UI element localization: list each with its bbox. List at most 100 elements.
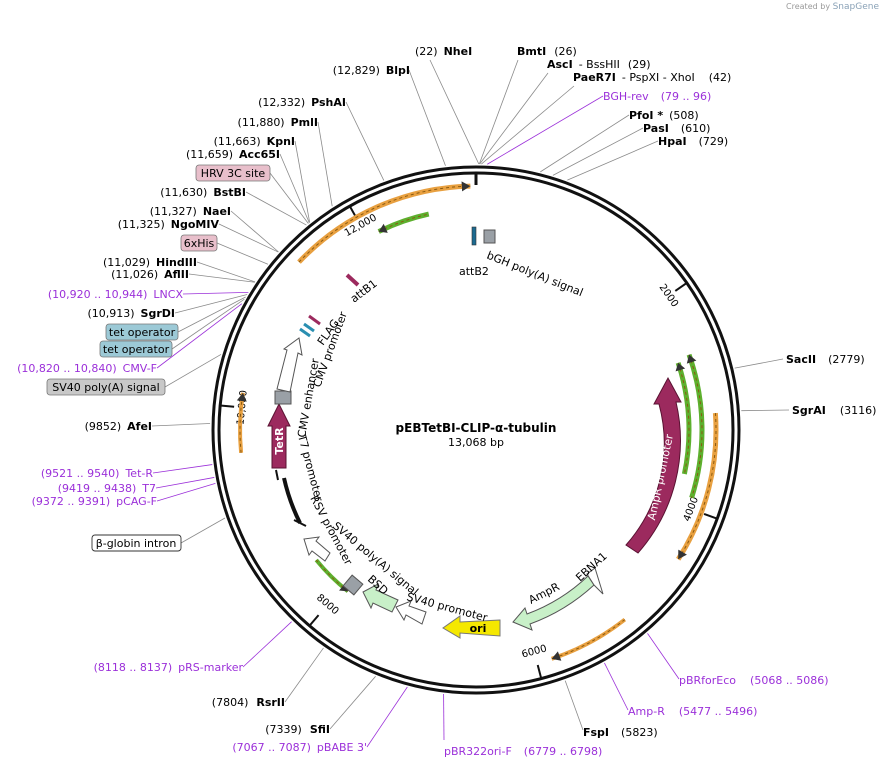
leader-pmli bbox=[317, 121, 333, 207]
site-pasi[interactable]: PasI(610) bbox=[643, 122, 710, 135]
green-arc-top[interactable] bbox=[377, 211, 430, 234]
svg-text:(11,880)PmlI: (11,880)PmlI bbox=[238, 116, 318, 129]
leader-pfoi bbox=[540, 114, 630, 173]
svg-text:HpaI(729): HpaI(729) bbox=[658, 135, 728, 148]
cmv-promoter-arrow[interactable] bbox=[276, 337, 303, 393]
site-aflii[interactable]: (11,026)AflII bbox=[111, 268, 189, 281]
tetr-label: TetR bbox=[273, 427, 286, 455]
svg-text:BmtI(26): BmtI(26) bbox=[517, 45, 577, 58]
plasmid-name: pEBTetBI-CLIP-α-tubulin bbox=[396, 421, 557, 435]
ebna1-arrow[interactable] bbox=[625, 376, 682, 554]
leader-pshai bbox=[345, 101, 385, 181]
t7-promoter-bar[interactable] bbox=[275, 469, 279, 481]
bsd-arrow[interactable] bbox=[362, 582, 399, 613]
ampr-promoter-box[interactable] bbox=[586, 567, 604, 595]
tetr-arrow[interactable] bbox=[267, 402, 291, 469]
site-pmli[interactable]: (11,880)PmlI bbox=[238, 116, 318, 129]
tick-10,000 bbox=[220, 404, 235, 408]
tet-operator-label-1[interactable]: tet operator bbox=[105, 323, 179, 341]
site-pfoi[interactable]: PfoI *(508) bbox=[629, 109, 699, 122]
svg-text:AscI- BssHII(29): AscI- BssHII(29) bbox=[547, 58, 651, 71]
svg-text:(9372 .. 9391)pCAG-F: (9372 .. 9391)pCAG-F bbox=[32, 495, 157, 508]
site-naei[interactable]: (11,327)NaeI bbox=[150, 205, 231, 218]
beta-globin-end-tick[interactable] bbox=[293, 519, 307, 527]
site-sgrai[interactable]: SgrAI(3116) bbox=[792, 404, 876, 417]
sv40-polya-box[interactable] bbox=[342, 574, 364, 596]
svg-text:(8118 .. 8137)pRS-marker: (8118 .. 8137)pRS-marker bbox=[94, 661, 244, 674]
tet-operator-label-2[interactable]: tet operator bbox=[99, 340, 173, 358]
flag-mark[interactable] bbox=[308, 314, 321, 326]
orange-arc-top-inner bbox=[298, 185, 471, 263]
snapgene-brand: Created by SnapGene bbox=[786, 2, 879, 12]
svg-text:pBRforEco(5068 .. 5086): pBRforEco(5068 .. 5086) bbox=[679, 674, 829, 687]
primer-prs-marker[interactable]: (8118 .. 8137)pRS-marker bbox=[94, 661, 244, 674]
6xhis-label[interactable]: 6xHis bbox=[180, 234, 218, 252]
bgh-polya-box[interactable] bbox=[483, 229, 496, 244]
attb2-mark[interactable] bbox=[471, 226, 477, 246]
orange-arc-left-head bbox=[236, 392, 247, 402]
tet-operator-mark-1[interactable] bbox=[299, 327, 311, 338]
sv40-promoter-arrow[interactable] bbox=[395, 600, 427, 625]
green-arc-right-2-inner bbox=[688, 354, 703, 498]
leader-beta-globin bbox=[180, 517, 226, 544]
svg-text:SgrAI(3116): SgrAI(3116) bbox=[792, 404, 876, 417]
tet-operator-mark-2[interactable] bbox=[303, 322, 315, 333]
site-afei[interactable]: (9852)AfeI bbox=[85, 420, 152, 433]
site-paer7i[interactable]: PaeR7I- PspXI - XhoI(42) bbox=[573, 71, 731, 84]
leader-kpni bbox=[294, 140, 311, 223]
beta-globin-intron-bar[interactable] bbox=[282, 477, 302, 524]
primer-bgh-rev[interactable]: BGH-rev(79 .. 96) bbox=[603, 90, 711, 103]
leader-lncx bbox=[182, 291, 249, 295]
attb1-mark[interactable] bbox=[345, 273, 360, 287]
feature-arcs bbox=[236, 181, 719, 661]
primer-pbrforeco[interactable]: pBRforEco(5068 .. 5086) bbox=[679, 674, 829, 687]
site-blpi[interactable]: (12,829)BlpI bbox=[333, 64, 410, 77]
svg-text:(9419 .. 9438)T7: (9419 .. 9438)T7 bbox=[58, 482, 156, 495]
beta-globin-intron-label[interactable]: β-globin intron bbox=[91, 534, 182, 552]
ori-arrow[interactable] bbox=[442, 615, 501, 639]
site-kpni[interactable]: (11,663)KpnI bbox=[214, 135, 295, 148]
site-acc65i[interactable]: (11,659)Acc65I bbox=[186, 148, 280, 161]
site-sacii[interactable]: SacII(2779) bbox=[786, 353, 865, 366]
site-bmti[interactable]: BmtI(26) bbox=[517, 45, 577, 58]
primer-tet-r[interactable]: (9521 .. 9540)Tet-R bbox=[41, 467, 153, 480]
hrv-3c-site-label[interactable]: HRV 3C site bbox=[195, 164, 271, 182]
primer-pbabe3[interactable]: (7067 .. 7087)pBABE 3' bbox=[232, 741, 367, 754]
site-sgrdi[interactable]: (10,913)SgrDI bbox=[87, 307, 175, 320]
site-hindiii[interactable]: (11,029)HindIII bbox=[103, 256, 197, 269]
orange-arc-right[interactable] bbox=[676, 412, 719, 561]
tick-label-8000: 8000 bbox=[314, 592, 341, 617]
leader-ngomiv bbox=[218, 223, 279, 253]
svg-text:Amp-R(5477 .. 5496): Amp-R(5477 .. 5496) bbox=[628, 705, 757, 718]
primer-t7[interactable]: (9419 .. 9438)T7 bbox=[58, 482, 156, 495]
green-arc-right-2-head bbox=[686, 354, 697, 364]
primer-lncx[interactable]: (10,920 .. 10,944)LNCX bbox=[48, 288, 184, 301]
site-nhei[interactable]: (22)NheI bbox=[415, 45, 472, 58]
ampr-arrow[interactable] bbox=[512, 575, 595, 631]
tick-2000 bbox=[674, 282, 688, 292]
site-rsrii[interactable]: (7804)RsrII bbox=[212, 696, 285, 709]
cmv-enhancer-box[interactable] bbox=[274, 390, 292, 405]
orange-arc-bottom-inner bbox=[551, 619, 626, 660]
primer-pcag-f[interactable]: (9372 .. 9391)pCAG-F bbox=[32, 495, 157, 508]
tick-6000 bbox=[536, 664, 543, 679]
site-fspi[interactable]: FspI(5823) bbox=[583, 726, 658, 739]
svg-text:(10,913)SgrDI: (10,913)SgrDI bbox=[87, 307, 175, 320]
primer-pbr322ori-f[interactable]: pBR322ori-F(6779 .. 6798) bbox=[444, 745, 602, 758]
primer-amp-r[interactable]: Amp-R(5477 .. 5496) bbox=[628, 705, 757, 718]
site-hpai[interactable]: HpaI(729) bbox=[658, 135, 728, 148]
leader-t7 bbox=[155, 477, 215, 489]
rsv-promoter-arrow[interactable] bbox=[303, 536, 331, 562]
primer-cmv-f[interactable]: (10,820 .. 10,840)CMV-F bbox=[17, 362, 157, 375]
site-pshai[interactable]: (12,332)PshAI bbox=[258, 96, 346, 109]
svg-text:(10,820 .. 10,840)CMV-F: (10,820 .. 10,840)CMV-F bbox=[17, 362, 157, 375]
green-arc-right-1-head bbox=[675, 362, 686, 372]
site-bstbi[interactable]: (11,630)BstBI bbox=[160, 186, 246, 199]
orange-arc-bottom-head bbox=[551, 651, 562, 661]
svg-text:(12,332)PshAI: (12,332)PshAI bbox=[258, 96, 346, 109]
site-asci[interactable]: AscI- BssHII(29) bbox=[547, 58, 651, 71]
site-ngomiv[interactable]: (11,325)NgoMIV bbox=[118, 218, 220, 231]
sv40-polya-signal-label[interactable]: SV40 poly(A) signal bbox=[46, 378, 166, 396]
svg-text:PfoI *(508): PfoI *(508) bbox=[629, 109, 699, 122]
site-sfii[interactable]: (7339)SfiI bbox=[265, 723, 330, 736]
